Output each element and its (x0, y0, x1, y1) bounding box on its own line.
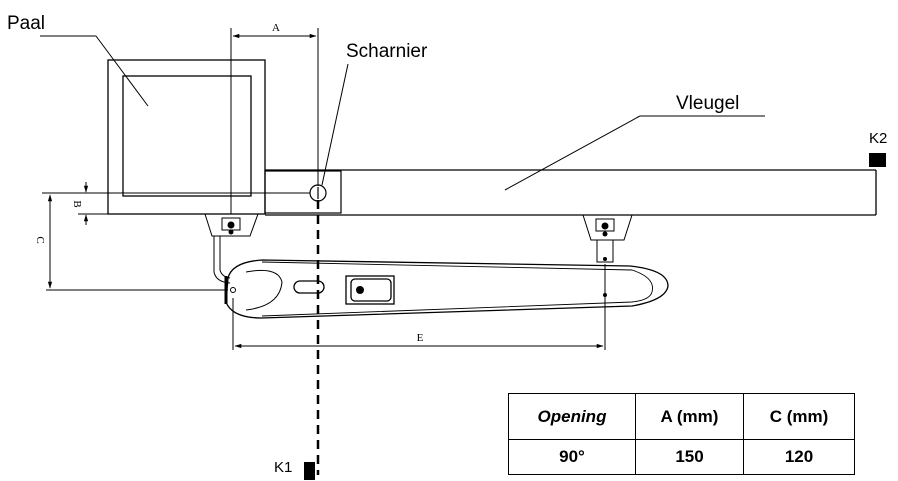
cell-opening: 90° (508, 439, 636, 475)
arm-pivot-icon (356, 286, 364, 294)
dimension-e (232, 264, 606, 350)
hinge-label: Scharnier (346, 41, 428, 62)
stop-k1-marker (304, 462, 315, 480)
dimension-b-label: B (71, 200, 83, 207)
cell-a-mm: 150 (635, 439, 744, 475)
dimension-a (230, 28, 319, 214)
leaf-bracket (582, 214, 633, 263)
header-opening: Opening (508, 393, 636, 440)
gate-leaf-label: Vleugel (676, 93, 739, 114)
table-row: 90° 150 120 (508, 439, 855, 475)
gate-leaf (265, 169, 877, 216)
stop-k2-marker (869, 153, 886, 167)
dimension-a-label: A (272, 22, 280, 34)
post-bracket-bolt-icon (227, 221, 235, 235)
header-c-mm: C (mm) (743, 393, 855, 440)
leader-lines (40, 35, 765, 191)
header-a-mm: A (mm) (635, 393, 744, 440)
arm-rear-pin-icon (230, 287, 236, 293)
hinge (264, 170, 342, 214)
leaf-bracket-bolt-icon (601, 222, 609, 261)
dimension-c-label: C (34, 236, 46, 243)
stop-k1-label: K1 (274, 459, 292, 476)
post-label: Paal (7, 13, 45, 34)
table-header-row: Opening A (mm) C (mm) (508, 393, 855, 440)
dimension-c (46, 194, 228, 291)
opening-spec-table: Opening A (mm) C (mm) 90° 150 120 (508, 393, 855, 475)
operator-arm (225, 259, 669, 319)
dimension-e-label: E (417, 332, 424, 344)
post (107, 59, 266, 215)
dimension-b (42, 182, 310, 225)
stop-k2-label: K2 (869, 130, 887, 147)
cell-c-mm: 120 (743, 439, 855, 475)
